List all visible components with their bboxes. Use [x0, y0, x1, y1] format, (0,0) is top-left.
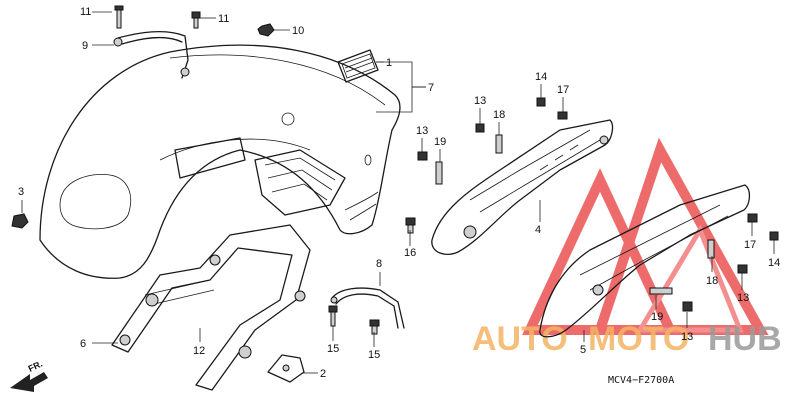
callout-c12: 12 — [193, 328, 205, 357]
bolt-15b — [369, 319, 380, 335]
callout-label: 7 — [428, 82, 434, 94]
callout-label: 5 — [580, 344, 586, 356]
callout-c17a: 17 — [557, 84, 569, 112]
callout-c14a: 14 — [535, 71, 547, 98]
callout-c15b: 15 — [368, 332, 380, 361]
callout-c15a: 15 — [327, 326, 339, 355]
callout-label: 9 — [82, 40, 88, 52]
bolt-11a — [114, 5, 124, 29]
callout-c13d: 13 — [681, 312, 693, 343]
callout-c7: 7 — [412, 82, 434, 94]
callout-c13a: 13 — [474, 95, 486, 124]
callout-label: 19 — [434, 136, 446, 148]
watermark-triangles-logo — [522, 137, 769, 335]
callout-c4: 4 — [535, 200, 541, 236]
callout-label: 17 — [744, 239, 756, 251]
callout-label: 13 — [681, 331, 693, 343]
side-rail-4 — [431, 119, 614, 255]
callout-label: 19 — [651, 311, 663, 323]
callout-label: 14 — [768, 257, 780, 269]
callout-c19a: 19 — [434, 136, 446, 162]
callout-label: 13 — [474, 95, 486, 107]
callout-c18b: 18 — [706, 256, 718, 287]
watermark-text-hub: HUB — [708, 320, 782, 358]
hardware-set-upper — [417, 97, 568, 185]
callout-label: 15 — [368, 349, 380, 361]
callout-label: 1 — [386, 57, 392, 69]
bolt-15a — [328, 305, 338, 327]
callout-label: 8 — [376, 258, 382, 270]
callout-label: 13 — [416, 125, 428, 137]
hardware-set-lower — [649, 213, 779, 312]
callout-label: 6 — [80, 338, 86, 350]
callout-c18a: 18 — [493, 109, 505, 135]
callout-label: 3 — [18, 186, 24, 198]
bolt-16 — [405, 217, 416, 234]
callout-c1: 1 — [376, 57, 392, 69]
callout-c9: 9 — [82, 40, 114, 52]
callout-c13c: 13 — [737, 273, 749, 304]
drawing-code: MCV4−F2700A — [608, 375, 674, 386]
callout-c5: 5 — [580, 330, 586, 356]
callout-label: 10 — [292, 25, 304, 37]
callout-label: 15 — [327, 343, 339, 355]
callout-label: 2 — [320, 368, 326, 380]
bracket-2 — [267, 354, 305, 383]
fender-stay — [111, 224, 311, 391]
nut-10 — [257, 23, 275, 37]
callout-label: 18 — [706, 275, 718, 287]
rear-fender — [39, 44, 401, 279]
callout-label: 11 — [218, 13, 229, 25]
callout-c6: 6 — [80, 338, 118, 350]
callout-label: 14 — [535, 71, 547, 83]
callout-c11b: 11 — [200, 13, 229, 25]
callout-c3: 3 — [18, 186, 24, 213]
watermark-text-auto: AUTO — [472, 320, 568, 358]
grab-bracket-8 — [330, 287, 405, 329]
callout-label: 12 — [193, 345, 205, 357]
callout-c11a: 11 — [80, 6, 112, 18]
fender-inner-panel — [174, 137, 346, 216]
callout-c13b: 13 — [416, 125, 428, 152]
nut-3 — [11, 213, 29, 229]
harness-clamp — [113, 30, 190, 79]
callout-c17b: 17 — [744, 222, 756, 251]
front-direction-arrow: FR. — [10, 359, 48, 392]
callout-c14b: 14 — [768, 240, 780, 269]
callout-c8: 8 — [376, 258, 382, 286]
side-rail-5 — [539, 184, 751, 338]
callout-label: 13 — [737, 292, 749, 304]
callout-label: 11 — [80, 6, 91, 18]
reflector — [337, 49, 379, 83]
callout-label: 4 — [535, 224, 541, 236]
callouts-layer: 1111910173131417181319164171418131913586… — [18, 6, 780, 380]
watermark-text-moto: MOTO — [588, 320, 689, 358]
callout-c10: 10 — [272, 25, 304, 37]
callout-label: 16 — [404, 247, 416, 259]
callout-c2: 2 — [302, 368, 326, 380]
bolt-11b — [191, 11, 201, 29]
callout-c19b: 19 — [651, 295, 663, 323]
watermark: AUTO MOTO HUB — [472, 137, 782, 358]
callout-c16: 16 — [404, 230, 416, 259]
direction-label: FR. — [27, 359, 44, 374]
callout-label: 18 — [493, 109, 505, 121]
callout-label: 17 — [557, 84, 569, 96]
